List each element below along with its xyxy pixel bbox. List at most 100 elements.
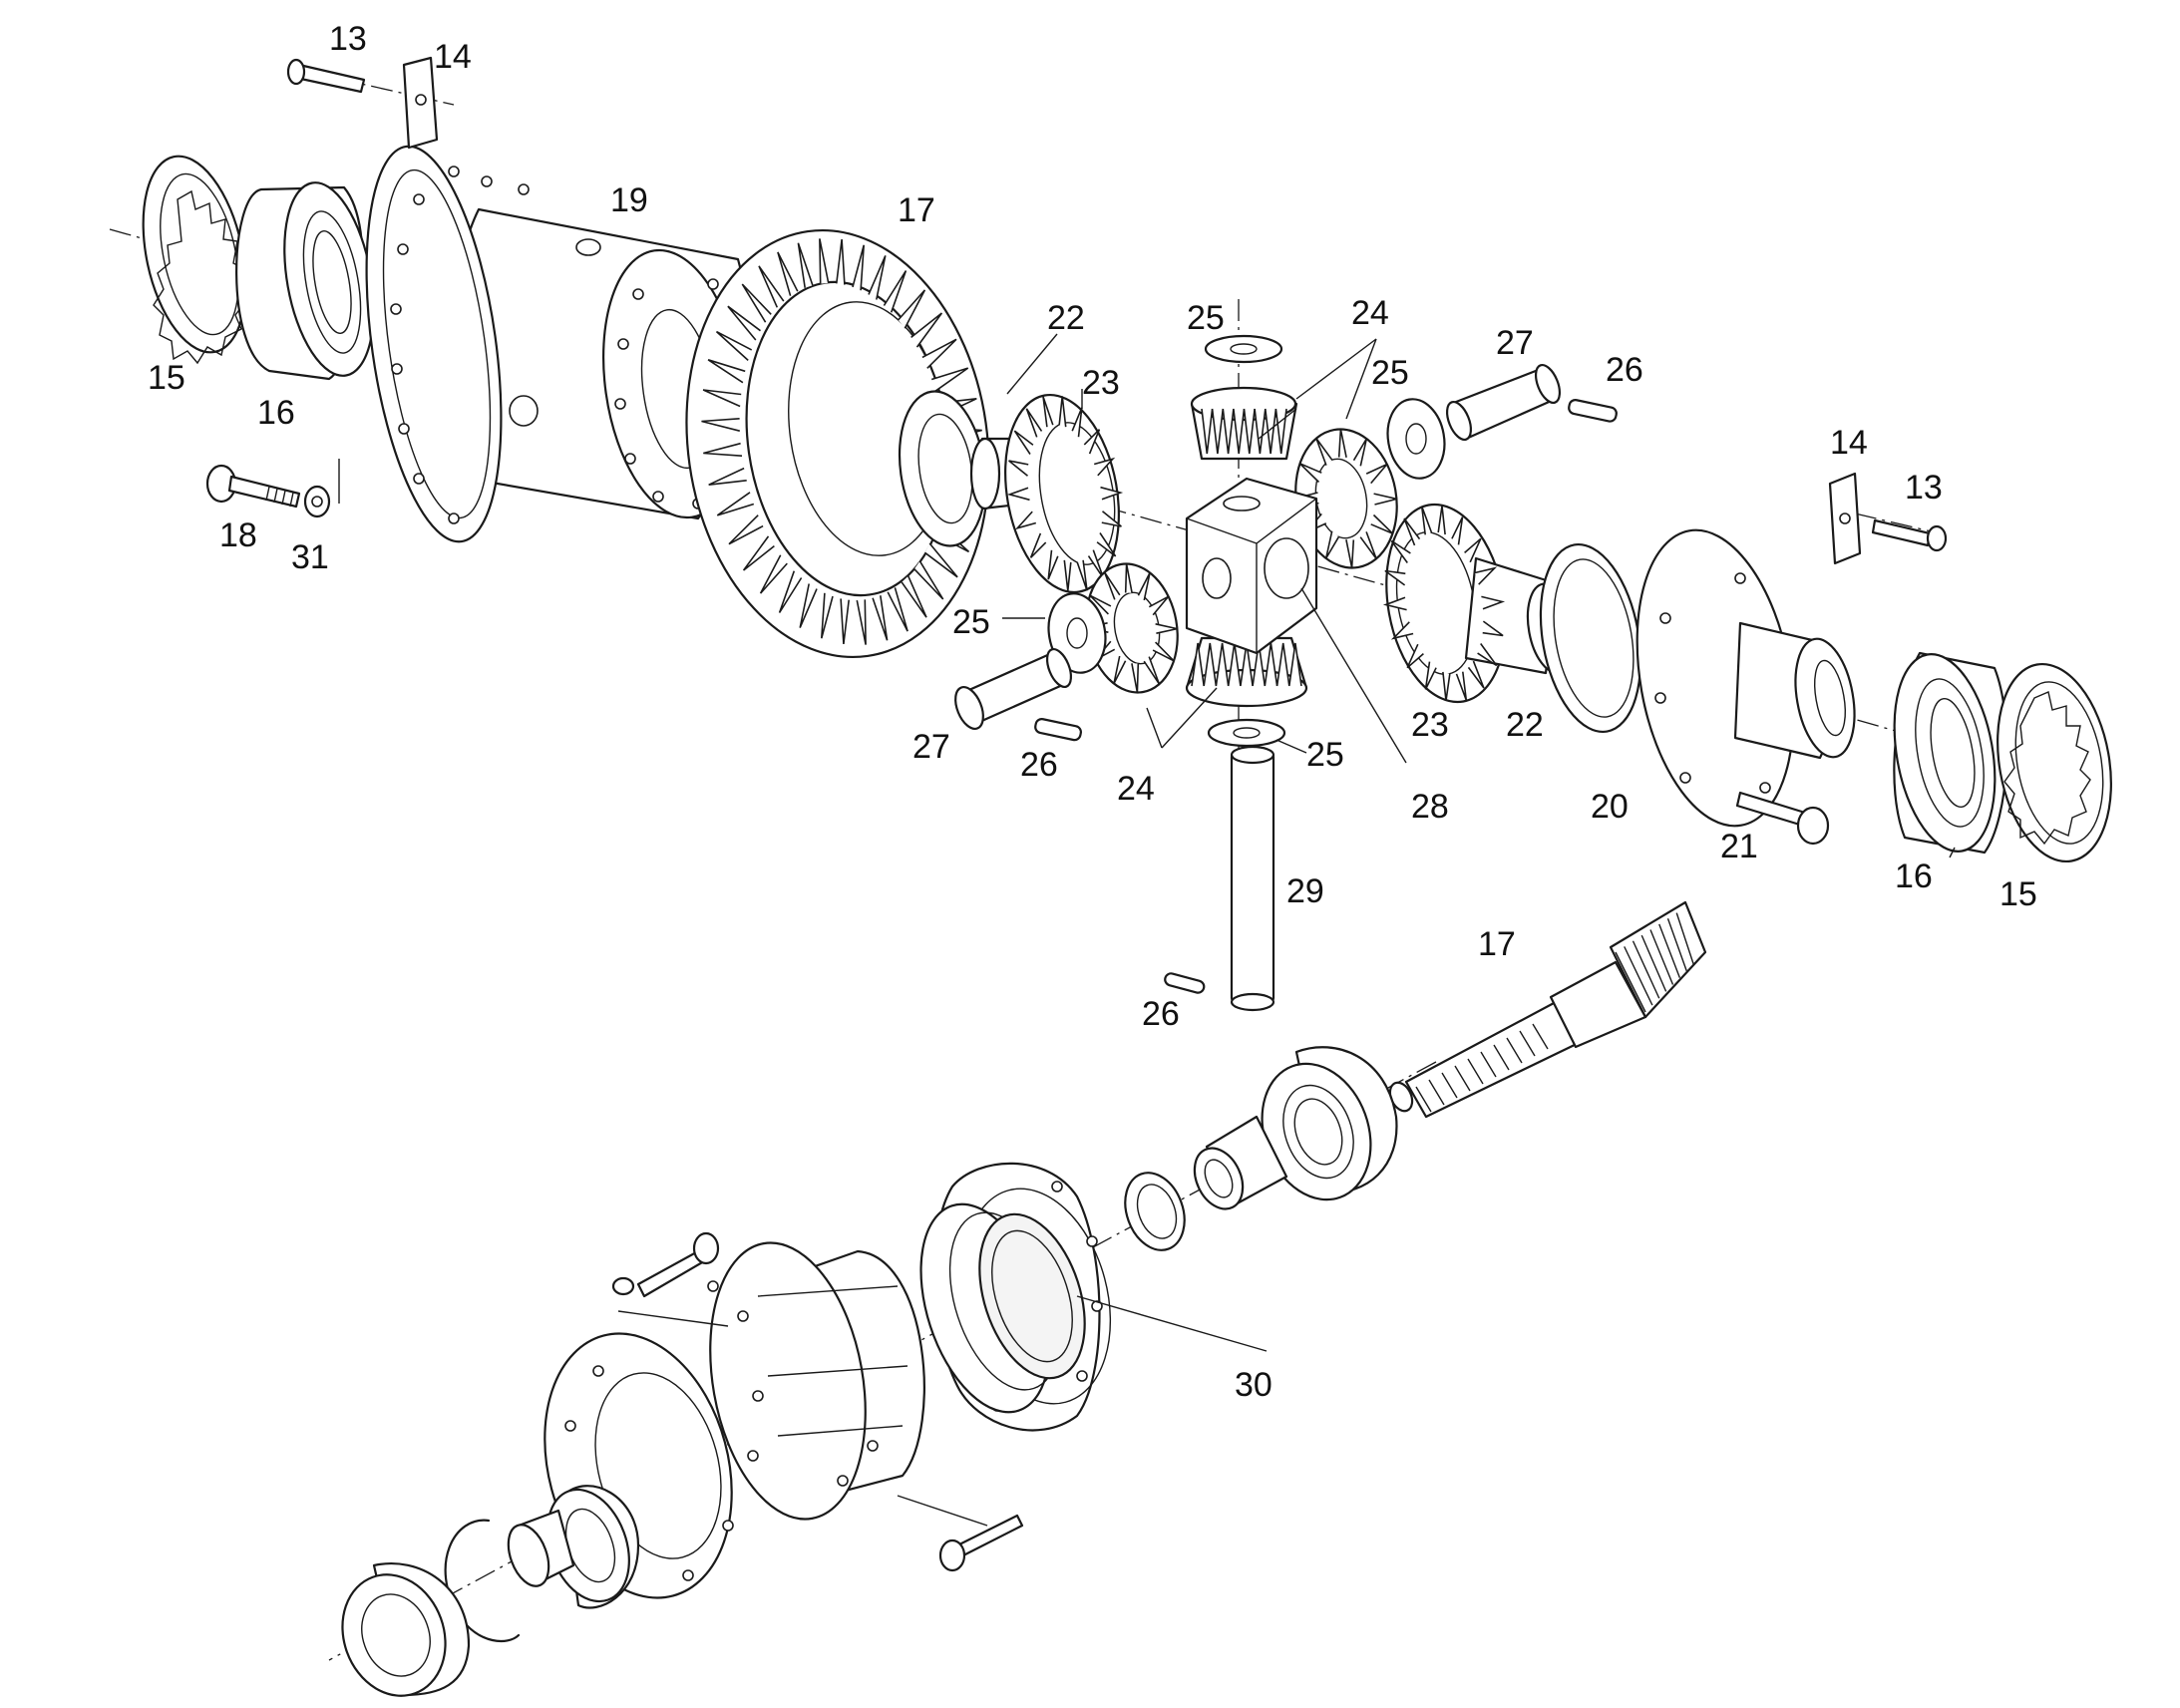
crown-wheel-tooth bbox=[821, 592, 834, 639]
pinion-tooth bbox=[1191, 642, 1205, 687]
side-gear-tooth bbox=[1008, 460, 1029, 477]
pinion-tooth bbox=[1103, 571, 1121, 600]
side-gear-tooth bbox=[1481, 595, 1506, 610]
housing-bolt-top bbox=[611, 1231, 720, 1298]
roll-pin-left bbox=[1034, 718, 1082, 742]
side-gear-tooth bbox=[1042, 396, 1054, 428]
side-gear-tooth bbox=[1083, 429, 1101, 455]
spline-line bbox=[1467, 1058, 1484, 1085]
callout-26: 26 bbox=[1020, 746, 1058, 784]
pinion-gear-tooth bbox=[1624, 946, 1653, 1006]
crown-wheel-tooth bbox=[819, 238, 830, 284]
side-gear-tooth bbox=[1477, 643, 1498, 667]
pinion-gear-tooth bbox=[1658, 923, 1681, 978]
differential-pinion-left bbox=[1085, 562, 1179, 694]
crown-wheel-teeth bbox=[701, 238, 984, 645]
side-gear-tooth bbox=[1424, 661, 1437, 690]
differential-pinion-bottom bbox=[1185, 636, 1308, 708]
side-gear-tooth bbox=[1464, 537, 1482, 563]
pinion-tooth bbox=[1337, 429, 1347, 458]
pinion-tooth bbox=[1137, 572, 1151, 601]
spline-line bbox=[1493, 1044, 1510, 1071]
drive-pinion bbox=[1388, 900, 1707, 1119]
roll-pin-bottom bbox=[1164, 972, 1206, 994]
pinion-tooth bbox=[1155, 623, 1178, 634]
crown-wheel-tooth bbox=[852, 244, 865, 291]
callout-27: 27 bbox=[912, 728, 950, 766]
callout-23: 23 bbox=[1082, 364, 1120, 402]
side-gear-tooth bbox=[1013, 430, 1034, 455]
crown-wheel-tooth bbox=[887, 587, 908, 632]
side-gear-tooth bbox=[1058, 396, 1067, 428]
spline-line bbox=[1428, 1079, 1445, 1106]
pinion-bottom-teeth bbox=[1191, 642, 1302, 687]
crown-wheel-tooth bbox=[883, 270, 908, 313]
lock-plate-14-right bbox=[1828, 472, 1862, 565]
callout-31: 31 bbox=[291, 538, 329, 576]
spline-line bbox=[1415, 1086, 1432, 1113]
crown-wheel-tooth bbox=[913, 560, 944, 600]
case-bolt-holes bbox=[390, 166, 719, 524]
pinion-tooth bbox=[1254, 408, 1267, 455]
pinion-tooth bbox=[1265, 408, 1277, 455]
pinion-tooth bbox=[1324, 530, 1340, 559]
differential-pinion-top bbox=[1190, 386, 1298, 461]
crown-wheel-tooth bbox=[702, 389, 742, 408]
side-gear-tooth bbox=[1474, 566, 1498, 585]
thrust-washer-right bbox=[1386, 398, 1446, 480]
callout-18: 18 bbox=[219, 516, 257, 554]
pinion-bearing bbox=[1261, 1046, 1398, 1201]
lock-plate-14-left bbox=[402, 56, 439, 150]
callout-14: 14 bbox=[1830, 424, 1868, 462]
spacer-sleeve bbox=[1193, 1115, 1288, 1210]
side-gear-tooth bbox=[1100, 486, 1124, 501]
pinion-tooth bbox=[1352, 438, 1368, 467]
crown-wheel bbox=[685, 228, 990, 659]
side-gear-tooth bbox=[1093, 457, 1116, 477]
pinion-gear-tooth bbox=[1615, 951, 1646, 1013]
pinion-gear-tooth bbox=[1649, 929, 1674, 985]
crown-wheel-tooth bbox=[930, 367, 969, 392]
callout-15: 15 bbox=[1999, 875, 2037, 913]
pinion-tooth bbox=[1370, 513, 1394, 534]
spline-line bbox=[1480, 1051, 1497, 1078]
pinion-tooth bbox=[1233, 408, 1246, 455]
side-gear-tooth bbox=[1437, 506, 1446, 535]
callout-30: 30 bbox=[1235, 1366, 1272, 1404]
taper-bearing-right bbox=[1893, 651, 2008, 854]
pinion-tooth bbox=[1315, 438, 1333, 466]
bolt-18 bbox=[205, 464, 301, 509]
taper-bearing-left bbox=[235, 181, 375, 381]
callout-23: 23 bbox=[1411, 706, 1449, 744]
pinion-tooth bbox=[1243, 408, 1256, 455]
roll-pin-right bbox=[1568, 399, 1618, 423]
callout-16: 16 bbox=[1895, 857, 1933, 895]
callout-25: 25 bbox=[952, 603, 990, 641]
side-gear-tooth bbox=[1063, 559, 1072, 591]
case-cover bbox=[1635, 528, 1856, 828]
crown-wheel-tooth bbox=[901, 575, 927, 618]
crown-wheel-tooth bbox=[758, 265, 785, 308]
adjusting-ring-right bbox=[1997, 662, 2112, 863]
side-gear-tooth bbox=[1096, 532, 1117, 557]
adjusting-ring-left bbox=[142, 155, 248, 365]
side-gear-tooth bbox=[1403, 517, 1421, 546]
crown-wheel-tooth bbox=[707, 359, 746, 384]
callout-20: 20 bbox=[1591, 788, 1629, 826]
housing-bolt-bottom bbox=[938, 1514, 1024, 1572]
side-gear-tooth bbox=[1029, 532, 1047, 558]
pinion-gear-tooth bbox=[1675, 912, 1694, 965]
pinion-gear-tooth bbox=[1632, 940, 1660, 999]
side-gear-tooth bbox=[1442, 671, 1451, 701]
callout-25: 25 bbox=[1306, 736, 1344, 774]
callout-25: 25 bbox=[1187, 299, 1225, 337]
pinion-gear-teeth bbox=[1615, 912, 1694, 1013]
side-gear-tooth bbox=[1467, 660, 1485, 689]
side-gear-right-teeth bbox=[1382, 506, 1506, 701]
crown-wheel-tooth bbox=[728, 514, 764, 545]
crown-wheel-tooth bbox=[741, 283, 772, 323]
pinion-tooth bbox=[1148, 595, 1170, 616]
long-pinion-shaft bbox=[1230, 745, 1275, 1012]
crown-wheel-tooth bbox=[778, 570, 803, 613]
